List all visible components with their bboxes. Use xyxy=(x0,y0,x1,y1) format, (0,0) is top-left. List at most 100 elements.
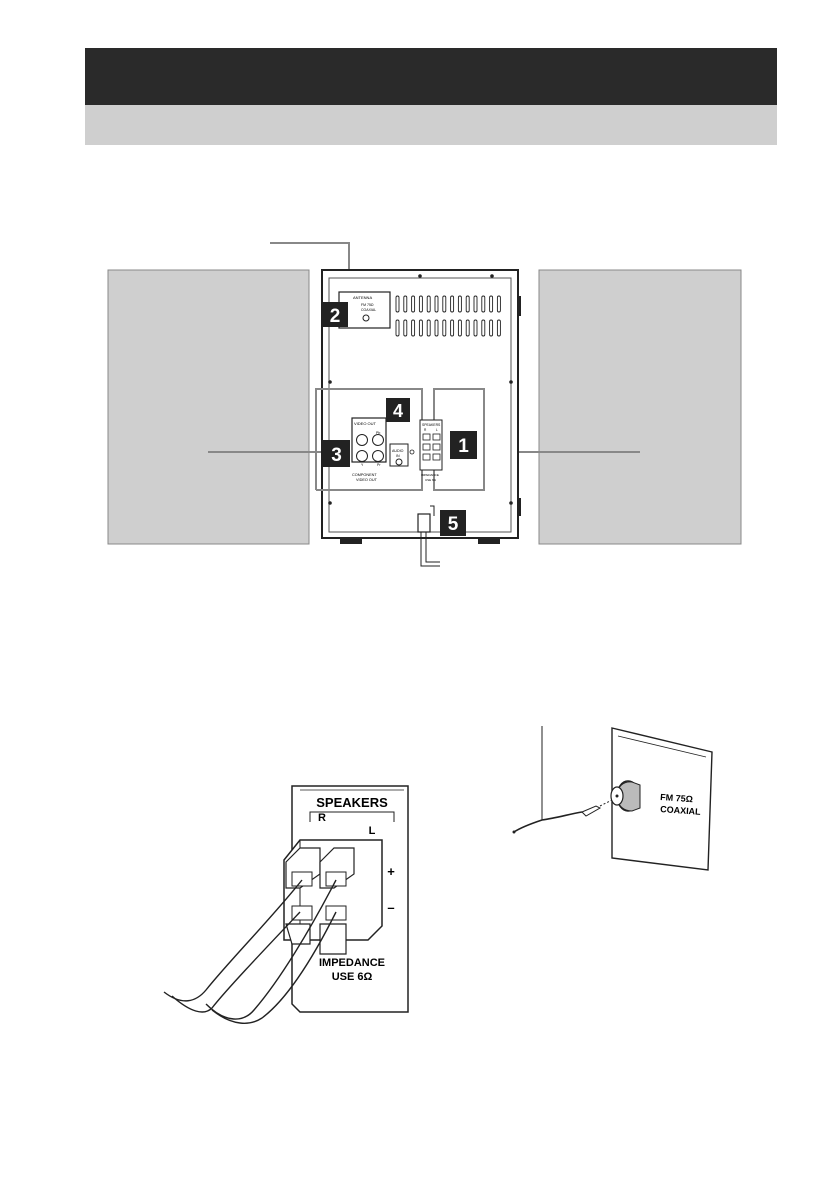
vent-slot xyxy=(403,319,408,337)
vent-slot xyxy=(489,295,494,313)
y-jack xyxy=(356,450,368,462)
vent-slot xyxy=(418,319,423,337)
screw xyxy=(328,380,332,384)
antenna-end xyxy=(512,830,516,834)
antenna-plate-edge xyxy=(617,735,707,758)
bracket xyxy=(309,811,395,822)
terminal-l-plus-hole xyxy=(325,871,347,887)
vent-slot xyxy=(489,319,494,337)
vent-slot xyxy=(450,319,455,337)
vent-slot xyxy=(481,319,486,337)
vent-slot xyxy=(395,295,400,313)
vent-slot xyxy=(403,295,408,313)
antenna-panel-label: ANTENNA xyxy=(353,295,372,300)
callout-2-box xyxy=(322,302,348,327)
left-label-box xyxy=(107,269,310,545)
header-bar xyxy=(85,48,777,105)
speaker-impedance-1: IMPEDANCE xyxy=(319,957,385,969)
power-cord xyxy=(420,532,440,567)
vent-slot xyxy=(426,319,431,337)
speaker-plus-sign: + xyxy=(387,864,395,879)
video-out-label: VIDEO OUT xyxy=(354,421,377,426)
vent-slot xyxy=(418,295,423,313)
terminal xyxy=(432,443,441,451)
audio-in-label-2: IN xyxy=(396,454,400,458)
vent-slot xyxy=(442,319,447,337)
unit-tab-top xyxy=(517,296,521,316)
impedance-panel-label-2: USE 6Ω xyxy=(425,478,437,482)
terminal xyxy=(432,433,441,441)
vent-slot xyxy=(473,319,478,337)
screw xyxy=(418,274,422,278)
screw xyxy=(509,380,513,384)
vent-slot xyxy=(395,319,400,337)
small-jack xyxy=(409,449,415,455)
callout-3-box xyxy=(323,440,350,467)
audio-in-panel xyxy=(389,443,409,467)
unit-foot-right xyxy=(478,538,500,544)
audio-in-jack xyxy=(395,458,403,466)
vent-slot xyxy=(442,295,447,313)
speaker-terminal-detail: SPEAKERS R L + – IMPEDANCE USE 6Ω xyxy=(163,785,409,1024)
speaker-detail-title: SPEAKERS xyxy=(316,795,388,810)
antenna-plug xyxy=(581,805,602,817)
impedance-panel-label-1: IMPEDANCE xyxy=(421,473,439,477)
cord-clip xyxy=(430,505,435,516)
subheader-bar xyxy=(85,105,777,145)
rear-panel-diagram: ANTENNA FM 75Ω COAXIAL 2 VIDEO OUT Pb Y … xyxy=(107,242,742,567)
terminal-r-minus-hole xyxy=(291,905,313,921)
terminal xyxy=(432,453,441,461)
video-out-jack xyxy=(356,434,368,446)
vent-slots xyxy=(395,295,501,337)
vent-slot xyxy=(481,295,486,313)
unit-tab-bottom xyxy=(517,498,521,516)
antenna-detail: FM 75Ω COAXIAL xyxy=(512,726,713,871)
callout-5: 5 xyxy=(448,514,459,535)
vent-slot xyxy=(457,295,462,313)
insert-arrow xyxy=(599,799,613,807)
speaker-l-label: L xyxy=(436,428,438,432)
component-video-label-1: COMPONENT xyxy=(352,473,377,477)
callout-1: 1 xyxy=(458,436,469,457)
antenna-detail-line2: COAXIAL xyxy=(660,804,702,817)
pr-jack xyxy=(372,450,384,462)
vent-slot xyxy=(450,295,455,313)
speaker-impedance-2: USE 6Ω xyxy=(332,971,373,983)
antenna-wire xyxy=(513,819,543,833)
callout-1-box xyxy=(450,431,477,459)
callout-2: 2 xyxy=(330,306,341,327)
terminal xyxy=(422,443,431,451)
screw xyxy=(490,274,494,278)
audio-in-label-1: AUDIO xyxy=(392,449,404,453)
callout-4: 4 xyxy=(393,401,403,421)
terminal xyxy=(422,433,431,441)
vent-slot xyxy=(411,295,416,313)
vent-slot xyxy=(411,319,416,337)
power-cord xyxy=(425,532,440,563)
vent-slot xyxy=(434,319,439,337)
speaker-detail-l: L xyxy=(369,825,376,837)
right-label-box xyxy=(538,269,742,545)
callout-4-box xyxy=(386,398,410,422)
fm75-panel-label-2: COAXIAL xyxy=(361,308,376,312)
pb-label: Pb xyxy=(376,431,380,435)
vent-slot xyxy=(465,319,470,337)
fm75-panel-label-1: FM 75Ω xyxy=(361,303,374,307)
terminal xyxy=(422,453,431,461)
speaker-panel-label: SPEAKERS xyxy=(422,423,441,427)
speaker-wire xyxy=(205,879,337,1020)
component-video-label-2: VIDEO OUT xyxy=(356,478,378,482)
speaker-wire xyxy=(171,911,301,1013)
pr-label: Pr xyxy=(377,463,381,467)
coax-jack-pin xyxy=(615,794,619,798)
callout-3: 3 xyxy=(331,445,342,466)
vent-slot xyxy=(473,295,478,313)
callout-5-box xyxy=(440,510,466,536)
speaker-minus-sign: – xyxy=(387,900,394,915)
speaker-wire xyxy=(211,911,337,1024)
unit-foot-left xyxy=(340,538,362,544)
vent-slot xyxy=(496,319,501,337)
terminal-r-plus-hole xyxy=(291,871,313,887)
antenna-detail-line1: FM 75Ω xyxy=(660,792,693,804)
